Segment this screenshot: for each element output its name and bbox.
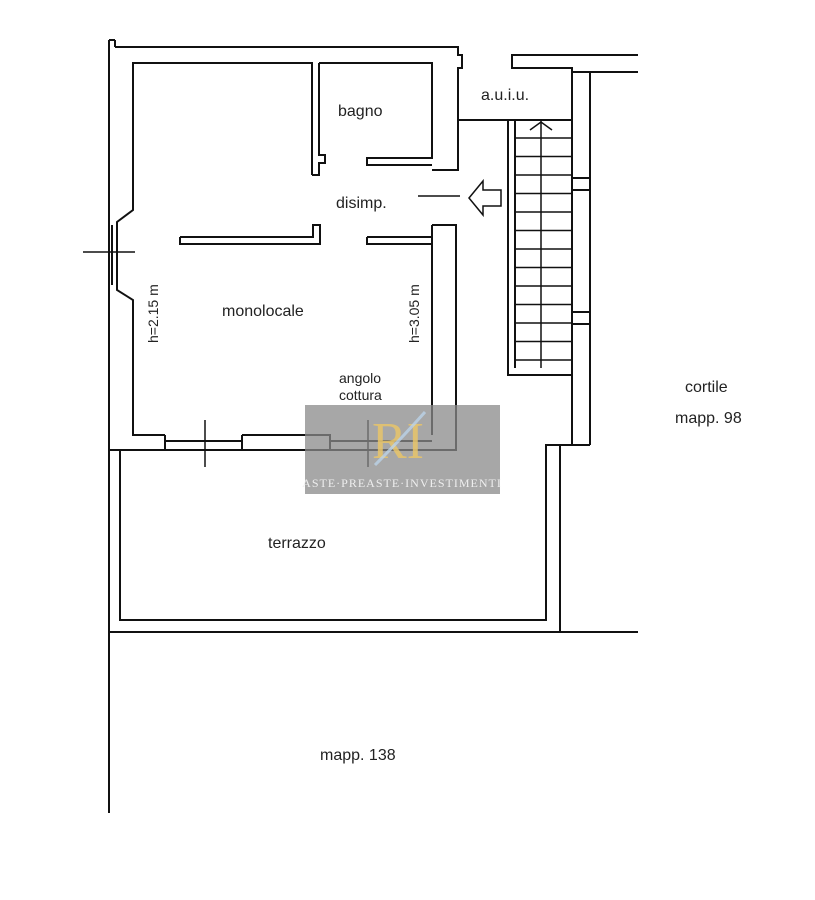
label-auiu: a.u.i.u. [481,87,529,104]
room-labels: bagno a.u.i.u. disimp. monolocale h=2.15… [145,87,742,764]
label-angolo: angolo [339,370,381,386]
label-height-left: h=2.15 m [145,284,161,343]
entrance-arrow-icon [418,178,502,218]
label-monolocale: monolocale [222,303,304,320]
label-disimp: disimp. [336,195,387,212]
label-cottura: cottura [339,387,382,403]
watermark-text: ASTE·PREASTE·INVESTIMENTI [302,476,502,490]
label-mapp-98: mapp. 98 [675,410,742,427]
label-mapp-138: mapp. 138 [320,747,396,764]
stairs [515,120,572,368]
label-terrazzo: terrazzo [268,535,326,552]
label-height-right: h=3.05 m [406,284,422,343]
label-bagno: bagno [338,103,383,120]
watermark: RI ASTE·PREASTE·INVESTIMENTI [302,405,502,494]
label-cortile: cortile [685,379,728,396]
